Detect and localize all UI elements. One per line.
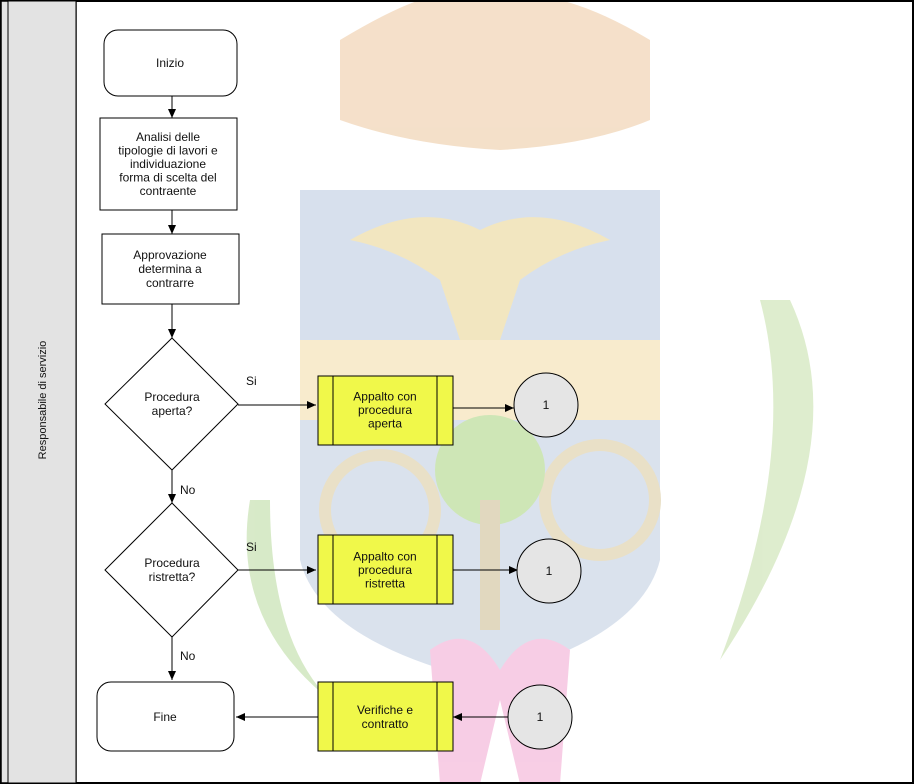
connector-1-ristretta[interactable]: 1 — [516, 538, 582, 604]
edges — [168, 96, 518, 721]
label-line: procedura — [358, 403, 412, 417]
connector-1-ristretta-shape — [516, 538, 582, 604]
connector-1-verifiche-label: 1 — [537, 710, 544, 724]
label-line: ristretta? — [149, 570, 196, 584]
municipal-crest-icon — [246, 0, 814, 784]
label-line: procedura — [358, 563, 412, 577]
end-shape — [96, 681, 235, 752]
edge-label-d2-yes: Si — [246, 540, 257, 554]
connector-1-verifiche[interactable]: 1 — [507, 684, 573, 750]
label-line: Verifiche e — [357, 703, 413, 717]
laurel-left-watermark — [246, 500, 330, 700]
label-line: Procedura — [144, 556, 200, 570]
decision-ristretta-shape — [104, 502, 239, 638]
connector-1-verifiche-shape — [507, 684, 573, 750]
label-line: individuazione — [130, 157, 206, 171]
tree-watermark — [435, 415, 545, 525]
label-line: Approvazione — [133, 248, 207, 262]
label-line: aperta? — [152, 404, 193, 418]
label-line: contratto — [362, 717, 409, 731]
label-line: Appalto con — [353, 390, 416, 404]
tree-trunk-watermark — [480, 500, 500, 630]
end-label: Fine — [153, 710, 177, 724]
label-line: tipologie di lavori e — [118, 144, 218, 158]
connector-1-ristretta-label: 1 — [546, 564, 553, 578]
process-approvazione-shape — [101, 233, 240, 305]
process-analisi-shape — [99, 117, 238, 211]
label-line: forma di scelta del — [119, 171, 216, 185]
swimlane-header-inner — [7, 0, 77, 784]
label-line: aperta — [368, 417, 402, 431]
edge-label-d1-yes: Si — [246, 374, 257, 388]
start-label: Inizio — [156, 56, 184, 70]
label-line: Procedura — [144, 390, 200, 404]
swimlane-label: Responsabile di servizio — [37, 341, 49, 460]
connector-1-aperta[interactable]: 1 — [513, 372, 579, 438]
crown-watermark — [340, 0, 650, 150]
laurel-right-watermark — [720, 300, 814, 660]
decision-aperta-shape — [104, 337, 239, 471]
label-line: Analisi delle — [136, 130, 200, 144]
label-line: ristretta — [365, 577, 405, 591]
subprocess-ristretta-shape — [317, 534, 454, 605]
edge-label-d2-no: No — [180, 649, 196, 663]
subprocess-verifiche-shape — [317, 681, 454, 752]
start-shape — [103, 29, 238, 97]
edge-label-d1-no: No — [180, 483, 196, 497]
wheel-right-watermark — [539, 439, 661, 561]
label-line: contrarre — [146, 276, 194, 290]
end-node[interactable]: Fine — [96, 681, 235, 752]
label-line: determina a — [138, 262, 202, 276]
start-node[interactable]: Inizio — [103, 29, 238, 97]
label-line: Appalto con — [353, 550, 416, 564]
eagle-watermark — [350, 217, 610, 340]
connector-1-aperta-label: 1 — [543, 398, 550, 412]
connector-1-aperta-shape — [513, 372, 579, 438]
subprocess-aperta-shape — [317, 375, 454, 446]
label-line: contraente — [140, 184, 197, 198]
